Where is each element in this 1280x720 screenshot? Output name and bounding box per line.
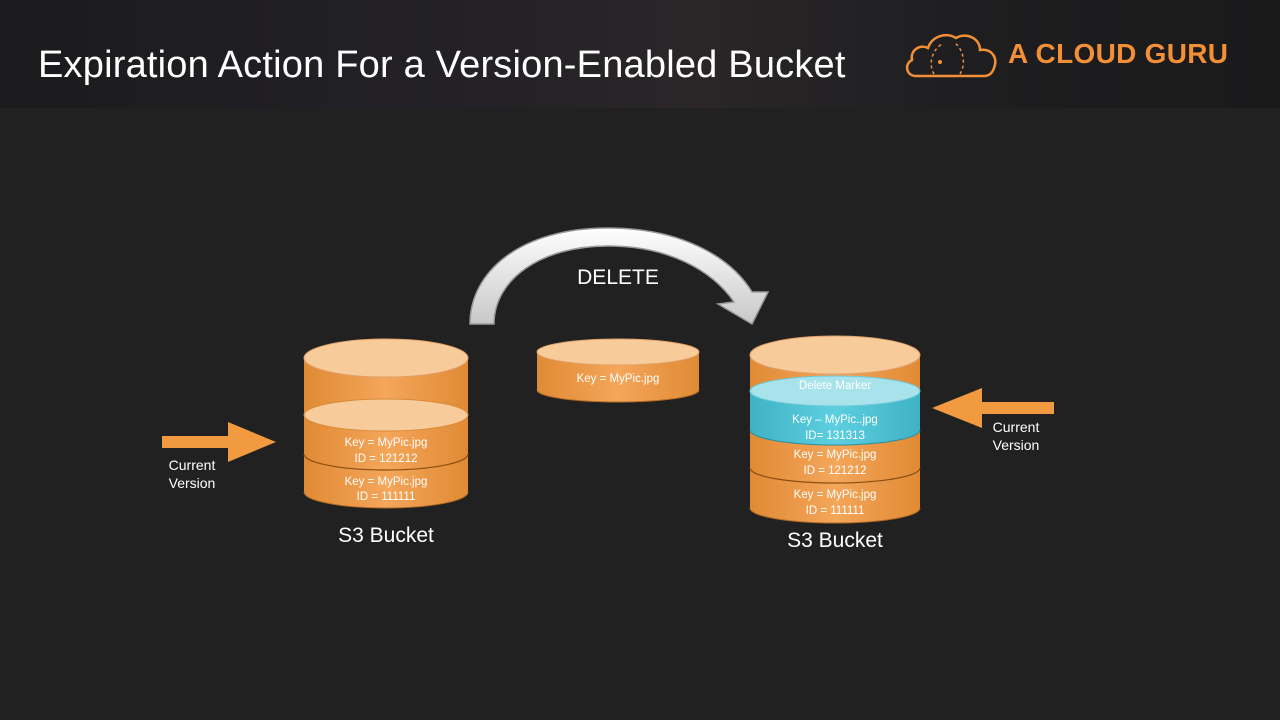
right-current-label: Current <box>993 419 1040 435</box>
right-bucket-label: S3 Bucket <box>787 529 883 552</box>
left-layer-2-key: Key = MyPic.jpg <box>345 476 428 488</box>
moving-object-key: Key = MyPic.jpg <box>577 373 660 385</box>
right-bucket: Delete Marker Key – MyPic..jpg ID= 13131… <box>749 335 921 524</box>
brand-name: A CLOUD GURU <box>1008 38 1229 69</box>
delete-label: DELETE <box>577 266 659 289</box>
right-layer-1-key: Key = MyPic.jpg <box>794 449 877 461</box>
left-layer-1-id: ID = 121212 <box>355 453 418 465</box>
delete-marker-id: ID= 131313 <box>805 430 865 442</box>
left-bucket-label: S3 Bucket <box>338 524 434 547</box>
left-layer-1-key: Key = MyPic.jpg <box>345 437 428 449</box>
header-bar: Expiration Action For a Version-Enabled … <box>0 0 1280 108</box>
delete-marker-label: Delete Marker <box>799 380 871 392</box>
left-bucket: Key = MyPic.jpg ID = 121212 Key = MyPic.… <box>303 338 469 509</box>
left-current-label: Current <box>169 457 216 473</box>
right-layer-1-id: ID = 121212 <box>804 465 867 477</box>
delete-arc-arrow <box>469 227 770 326</box>
delete-marker-key: Key – MyPic..jpg <box>792 414 878 426</box>
moving-object-disk: Key = MyPic.jpg <box>536 338 700 403</box>
left-current-version-arrow <box>162 422 276 462</box>
slide-title: Expiration Action For a Version-Enabled … <box>38 44 846 86</box>
brand-logo: A CLOUD GURU <box>904 28 1244 84</box>
left-layer-2-id: ID = 111111 <box>357 491 416 503</box>
cloud-logo-icon <box>905 34 997 78</box>
left-version-label: Version <box>169 475 216 491</box>
right-version-label: Version <box>993 437 1040 453</box>
right-layer-2-id: ID = 111111 <box>806 505 865 517</box>
right-layer-2-key: Key = MyPic.jpg <box>794 489 877 501</box>
right-current-version-arrow <box>932 388 1054 428</box>
